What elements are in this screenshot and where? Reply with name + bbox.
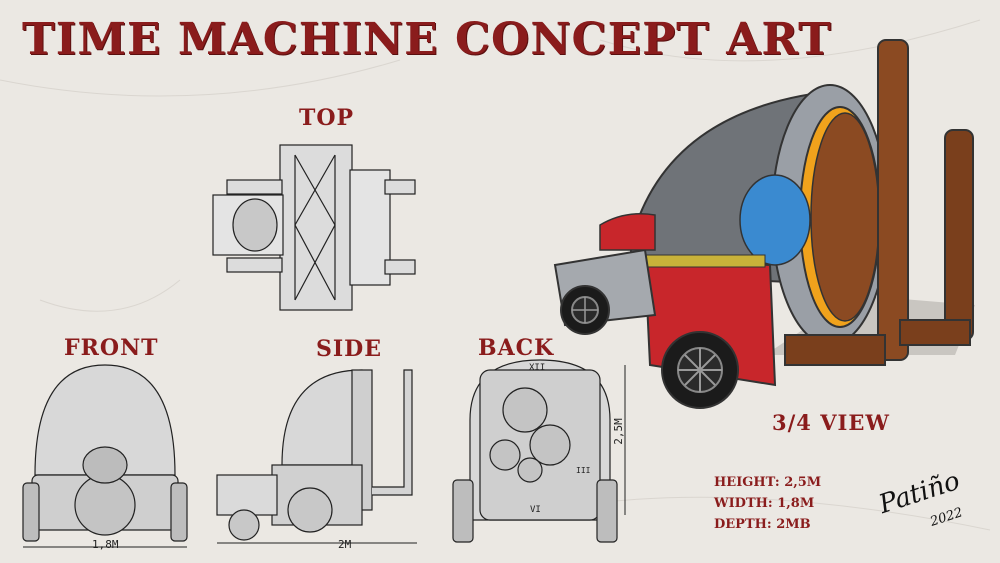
page-title: TIME MACHINE CONCEPT ART	[22, 14, 832, 65]
back-dial-bottom: VI	[530, 505, 541, 515]
back-height-dimension: 2,5M	[611, 418, 625, 445]
back-dial-right: III	[576, 466, 591, 475]
spec-height: HEIGHT: 2,5M	[714, 475, 822, 490]
top-view-drawing	[212, 144, 416, 311]
back-view-drawing	[452, 359, 626, 543]
front-width-dimension: 1,8M	[92, 538, 119, 551]
front-view-label: FRONT	[64, 335, 159, 361]
spec-width: WIDTH: 1,8M	[714, 496, 815, 511]
front-wheel	[661, 331, 739, 409]
front-view-drawing	[22, 364, 188, 548]
spec-depth: DEPTH: 2MB	[714, 517, 811, 532]
three-quarter-view-illustration	[553, 39, 975, 409]
three-quarter-view-label: 3/4 VIEW	[772, 410, 890, 435]
back-view-label: BACK	[478, 335, 555, 361]
side-view-label: SIDE	[316, 336, 383, 362]
side-length-dimension: 2M	[338, 538, 352, 551]
small-wheel	[560, 285, 610, 335]
specs-block: HEIGHT: 2,5M WIDTH: 1,8M DEPTH: 2MB	[714, 472, 821, 535]
top-view-label: TOP	[299, 105, 355, 131]
back-dial-top: XII	[529, 363, 546, 373]
side-view-drawing	[216, 369, 417, 544]
